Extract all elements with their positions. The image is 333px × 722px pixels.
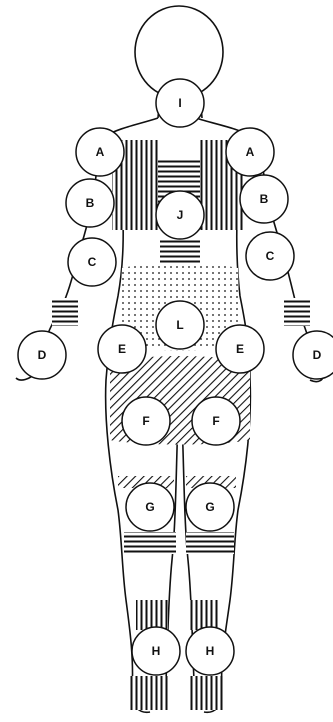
zone-knee-left [124,532,176,554]
marker-label: F [142,414,149,428]
marker-d-right: D [293,331,333,379]
marker-a-right: A [226,128,274,176]
zone-calf-right [190,600,220,630]
marker-f-left: F [122,397,170,445]
marker-g-right: G [186,483,234,531]
marker-label: G [145,500,154,514]
marker-h-left: H [132,627,180,675]
zone-calf-left [136,600,168,630]
marker-label: B [86,196,95,210]
zone-knee-right [186,532,234,554]
zone-foot-right [188,676,224,710]
marker-label: A [246,145,255,159]
zone-forearm-left [52,298,78,326]
marker-i: I [156,79,204,127]
marker-label: D [313,348,322,362]
marker-label: E [236,342,244,356]
marker-label: C [266,249,275,263]
marker-label: A [96,145,105,159]
marker-label: J [177,208,184,222]
marker-e-left: E [98,325,146,373]
marker-label: L [176,318,183,332]
marker-b-right: B [240,175,288,223]
marker-c-left: C [68,238,116,286]
marker-g-left: G [126,483,174,531]
marker-f-right: F [192,397,240,445]
marker-j: J [156,191,204,239]
marker-l: L [156,301,204,349]
marker-e-right: E [216,325,264,373]
marker-label: B [260,192,269,206]
zone-forearm-right [284,298,310,326]
marker-b-left: B [66,179,114,227]
marker-c-right: C [246,232,294,280]
marker-label: D [38,348,47,362]
zone-foot-left [130,676,168,710]
marker-h-right: H [186,627,234,675]
marker-label: H [206,644,215,658]
marker-label: F [212,414,219,428]
marker-label: C [88,255,97,269]
marker-label: G [205,500,214,514]
marker-label: H [152,644,161,658]
marker-a-left: A [76,128,124,176]
marker-label: I [178,96,181,110]
marker-label: E [118,342,126,356]
marker-d-left: D [18,331,66,379]
